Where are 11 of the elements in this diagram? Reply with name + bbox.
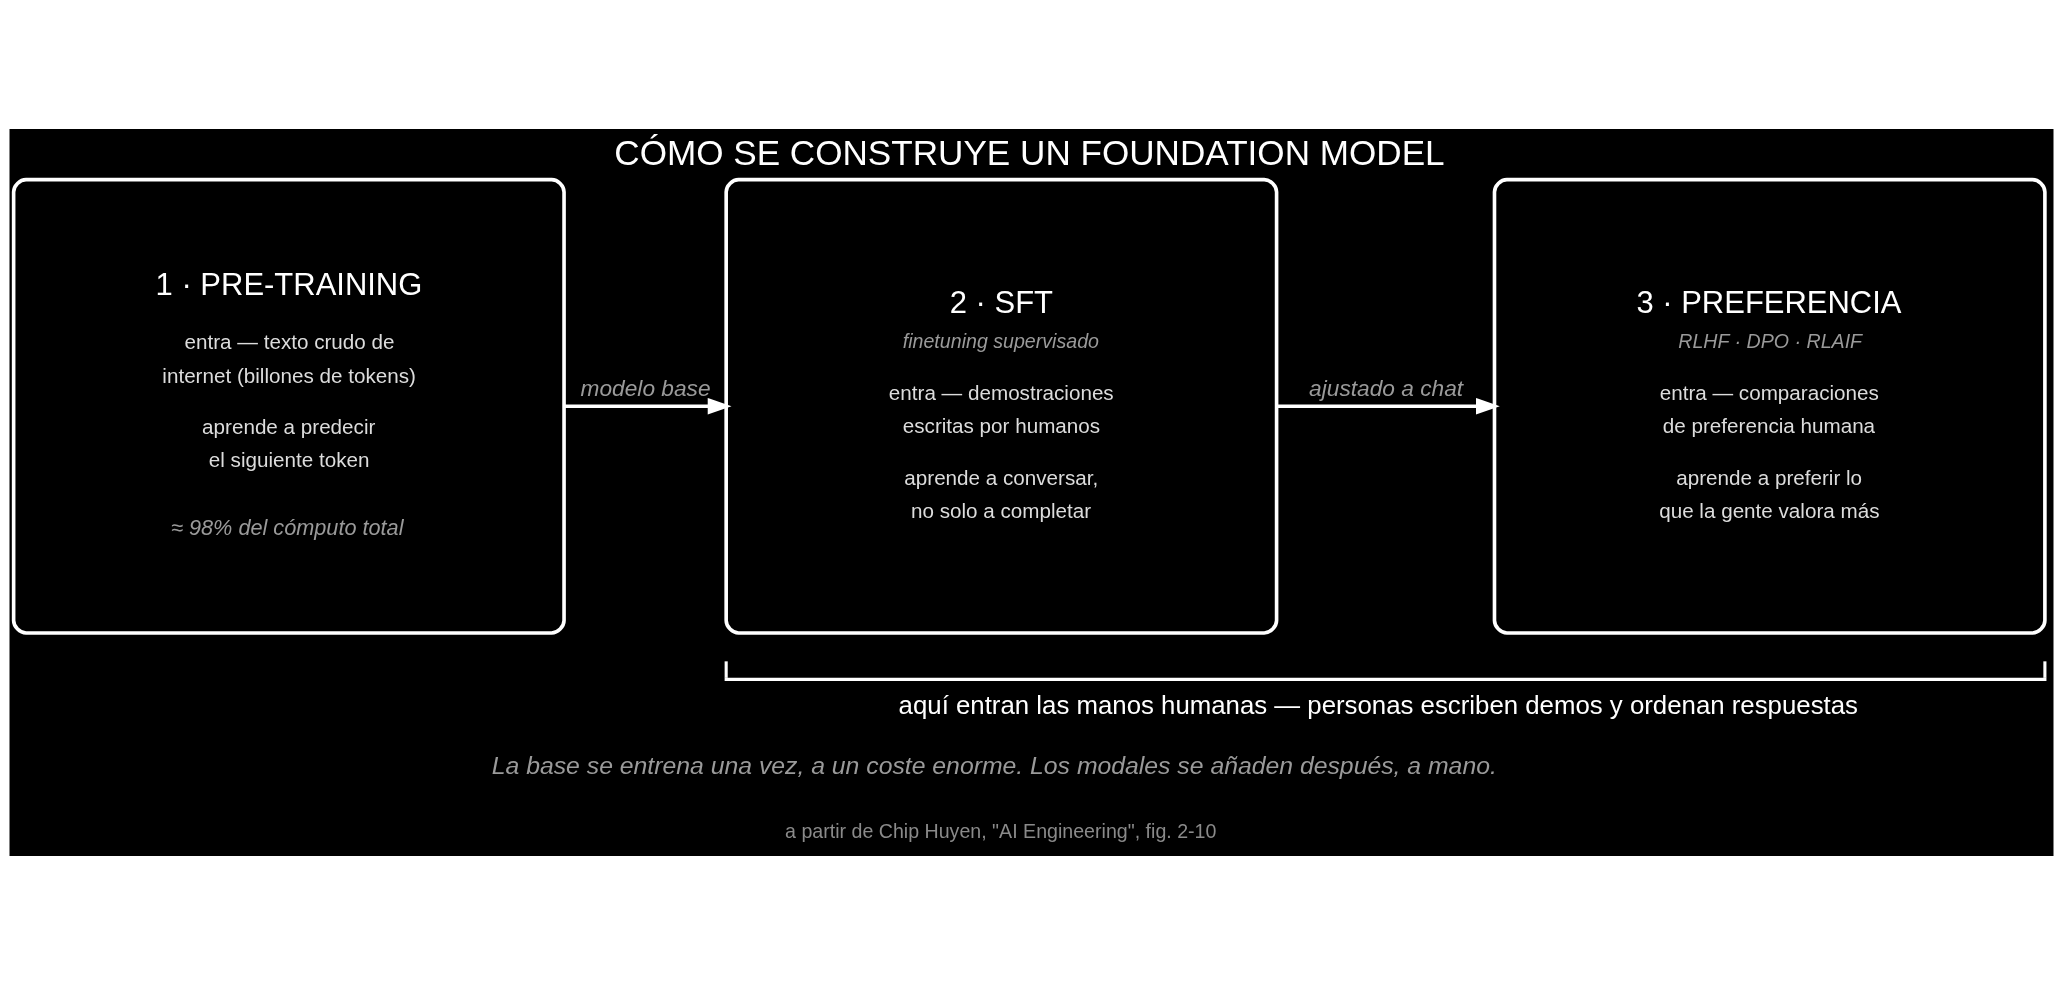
node-box: 3 · PREFERENCIA RLHF · DPO · RLAIF entra — comparaciones de preferencia humana aprende a preferir lo que la gente valora más <box>1492 177 2047 635</box>
edge-label: modelo base <box>580 374 711 401</box>
edge-label: ajustado a chat <box>1308 374 1463 401</box>
label: a partir de Chip Huyen, "AI Engineering", fig. 2-10 <box>784 819 1216 842</box>
arrow <box>563 397 731 415</box>
label: aquí entran las manos humanas — personas escriben demos y ordenan respuestas <box>898 690 1858 719</box>
diagram-title: CÓMO SE CONSTRUYE UN FOUNDATION MODEL <box>613 132 1445 172</box>
arrow <box>1276 397 1500 415</box>
caption: La base se entrena una vez, a un coste enorme. Los modales se añaden después, a mano. <box>491 751 1497 779</box>
node-box: 1 · PRE-TRAINING entra — texto crudo de internet (billones de tokens) aprende a predecir el siguiente token ≈ 98% del cómputo total <box>11 177 566 635</box>
node-box: 2 · SFT finetuning supervisado entra — demostraciones escritas por humanos aprende a conversar, no solo a completar <box>723 177 1278 635</box>
